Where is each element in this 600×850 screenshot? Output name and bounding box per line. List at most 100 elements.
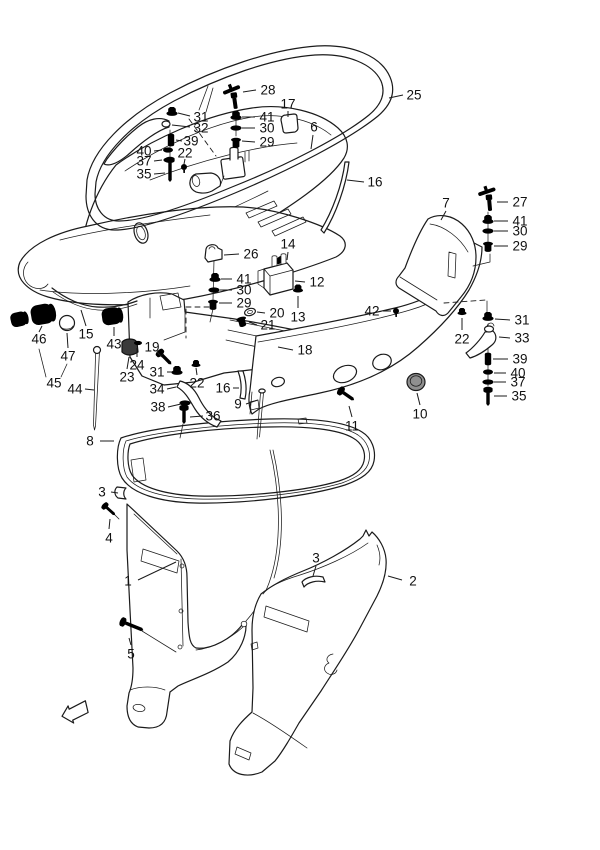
part-12-bracket: [257, 253, 294, 296]
part-36-screw: [179, 404, 189, 424]
callout-label-45-48: 45: [46, 376, 61, 391]
callout-label-22-51: 22: [189, 376, 204, 391]
callout-label-14-21: 14: [280, 237, 296, 252]
callout-leader-34-50: [166, 386, 177, 390]
callout-label-36-54: 36: [205, 409, 220, 424]
part-32-lever: [103, 117, 171, 166]
part-28-drain-plug: [221, 82, 244, 111]
callout-label-28-0: 28: [260, 83, 275, 98]
callout-leader-29-4: [241, 140, 256, 143]
part-37-washer-right: [482, 379, 494, 385]
callout-leader-18-37: [277, 346, 294, 351]
callout-leader-6-13: [310, 134, 314, 150]
callout-leader-3-57: [110, 491, 119, 494]
callout-label-40-8: 40: [136, 144, 151, 159]
callout-leader-22-9: [183, 158, 186, 165]
callout-label-32-6: 32: [193, 121, 208, 136]
callout-label-4-58: 4: [105, 531, 113, 546]
callout-leader-26-20: [223, 253, 240, 256]
callout-leader-10-38: [416, 392, 421, 406]
callout-label-19-44: 19: [144, 340, 159, 355]
callout-label-23-46: 23: [119, 370, 134, 385]
part-35-bolt-right: [483, 386, 493, 406]
callout-leader-31-31: [494, 318, 511, 321]
callout-leader-11-39: [348, 405, 353, 418]
part-24-washer: [134, 340, 142, 346]
callout-label-15-42: 15: [78, 327, 93, 342]
callout-leader-21-28: [248, 321, 258, 326]
part-47-plug: [58, 314, 76, 332]
part-30-washer-top: [230, 125, 242, 131]
part-9-bolt: [256, 388, 266, 440]
callout-label-3-57: 3: [98, 485, 106, 500]
callout-leader-23-46: [126, 356, 130, 370]
part-34-strap: [176, 380, 222, 428]
callout-leader-20-27: [256, 311, 266, 314]
callout-label-12-25: 12: [309, 275, 324, 290]
fwd-label: FWD: [68, 703, 88, 717]
callout-label-39-7: 39: [183, 134, 198, 149]
callout-label-38-53: 38: [150, 400, 165, 415]
callout-label-33-32: 33: [514, 331, 529, 346]
callout-label-37-10: 37: [136, 154, 151, 169]
callout-label-24-45: 24: [129, 358, 145, 373]
callout-label-37-35: 37: [510, 375, 525, 390]
callout-label-8-56: 8: [86, 434, 94, 449]
callout-label-3-61: 3: [312, 551, 320, 566]
callout-label-20-27: 20: [269, 306, 284, 321]
callout-label-35-11: 35: [136, 167, 151, 182]
part-15-trim: [51, 287, 138, 311]
part-39-spacer-right: [484, 352, 492, 366]
part-39-spacer-top: [167, 133, 175, 147]
side-cover-1: [126, 503, 247, 729]
part-38-washer: [179, 400, 191, 406]
part-31-nut-top: [166, 107, 178, 116]
callout-label-25-12: 25: [406, 88, 421, 103]
callout-label-31-47: 31: [149, 365, 164, 380]
callout-label-40-34: 40: [510, 366, 525, 381]
callout-leader-2-62: [387, 575, 403, 581]
callout-label-22-30: 22: [454, 332, 469, 347]
side-panel-7: [395, 214, 477, 317]
trim-strip-16-upper: [320, 161, 350, 234]
callout-leader-40-8: [153, 149, 163, 152]
part-30-washer-right: [482, 228, 494, 234]
callout-label-17-1: 17: [280, 97, 295, 112]
callout-leader-28-0: [242, 89, 257, 93]
part-17-pad: [280, 113, 299, 134]
part-43-grommet: [100, 306, 125, 326]
callout-leader-35-11: [153, 172, 166, 175]
part-3-seal-left: [114, 486, 127, 500]
callout-label-46-40: 46: [31, 332, 46, 347]
part-20-ring: [244, 307, 256, 317]
callout-label-31-5: 31: [193, 110, 208, 125]
part-26-clamp: [204, 244, 223, 263]
callout-label-1-59: 1: [124, 574, 132, 589]
callout-label-13-26: 13: [290, 310, 305, 325]
upper-gasket-25: [85, 45, 394, 231]
callout-label-29-4: 29: [259, 135, 274, 150]
callout-leader-47-41: [66, 332, 69, 349]
line-art: FWD: [9, 45, 498, 776]
callout-leader-33-32: [498, 336, 511, 339]
part-29-bushing-right: [483, 241, 493, 252]
callout-label-41-22: 41: [236, 272, 251, 287]
callout-leader-3-61: [312, 565, 317, 577]
callout-leader-25-12: [388, 94, 404, 99]
callout-label-31-31: 31: [514, 313, 529, 328]
callout-label-41-17: 41: [512, 214, 527, 229]
callout-leader-38-53: [167, 403, 182, 408]
part-16-strip-lower: [237, 370, 247, 400]
callout-label-34-50: 34: [149, 382, 165, 397]
callout-label-30-3: 30: [259, 121, 274, 136]
callout-leader-39-7: [175, 139, 183, 142]
callout-label-18-37: 18: [297, 343, 312, 358]
callout-leader-4-58: [108, 518, 111, 530]
part-46-cap: [29, 302, 58, 327]
part-3-seal-right: [301, 575, 326, 588]
part-31-nut-right: [482, 312, 494, 321]
fwd-arrow: FWD: [61, 700, 89, 724]
part-40-washer-right: [483, 369, 493, 375]
